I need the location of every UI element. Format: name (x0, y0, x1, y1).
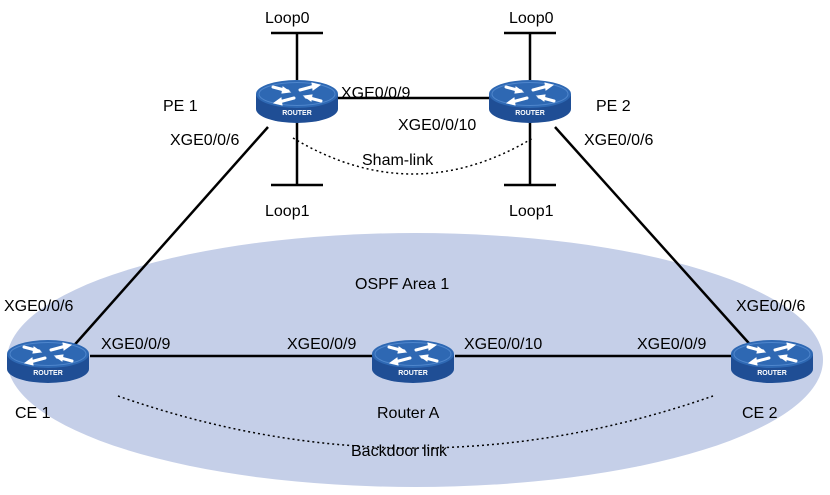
router-ce1[interactable]: ROUTER (5, 338, 91, 385)
link-pe1-ce1 (69, 126, 269, 351)
pe1-loop1-label: Loop1 (265, 203, 310, 220)
backdoor-link-curve (117, 395, 714, 449)
ce2-ra-interface-label: XGE0/0/9 (637, 336, 706, 353)
router-badge: ROUTER (33, 370, 63, 377)
pe1-pe2-interface-label: XGE0/0/9 (341, 85, 410, 102)
pe1-ce1-interface-label: XGE0/0/6 (170, 132, 239, 149)
ra-ce1-interface-label: XGE0/0/9 (287, 336, 356, 353)
ce1-label: CE 1 (15, 405, 51, 422)
link-pe2-ce2 (554, 126, 756, 351)
router-ce2[interactable]: ROUTER (729, 338, 815, 385)
router-pe2[interactable]: ROUTER (487, 78, 573, 125)
pe1-label: PE 1 (163, 98, 198, 115)
routera-label: Router A (377, 405, 440, 422)
ce2-pe2-interface-label: XGE0/0/6 (736, 298, 805, 315)
router-badge: ROUTER (282, 110, 312, 117)
sham-link-curve (292, 137, 534, 175)
router-ra[interactable]: ROUTER (370, 338, 456, 385)
backdoor-link-label: Backdoor link (351, 443, 448, 460)
ce1-ra-interface-label: XGE0/0/9 (101, 336, 170, 353)
pe2-label: PE 2 (596, 98, 631, 115)
pe2-loop0-label: Loop0 (509, 10, 554, 27)
ospf-area-label: OSPF Area 1 (355, 276, 449, 293)
ce1-pe1-interface-label: XGE0/0/6 (4, 298, 73, 315)
pe1-loop0-label: Loop0 (265, 10, 310, 27)
router-badge: ROUTER (757, 370, 787, 377)
router-pe1[interactable]: ROUTER (254, 78, 340, 125)
ra-ce2-interface-label: XGE0/0/10 (464, 336, 542, 353)
pe2-ce2-interface-label: XGE0/0/6 (584, 132, 653, 149)
sham-link-label: Sham-link (362, 152, 434, 169)
pe2-loop1-label: Loop1 (509, 203, 554, 220)
ce2-label: CE 2 (742, 405, 778, 422)
router-badge: ROUTER (398, 370, 428, 377)
pe2-pe1-interface-label: XGE0/0/10 (398, 117, 476, 134)
router-badge: ROUTER (515, 110, 545, 117)
